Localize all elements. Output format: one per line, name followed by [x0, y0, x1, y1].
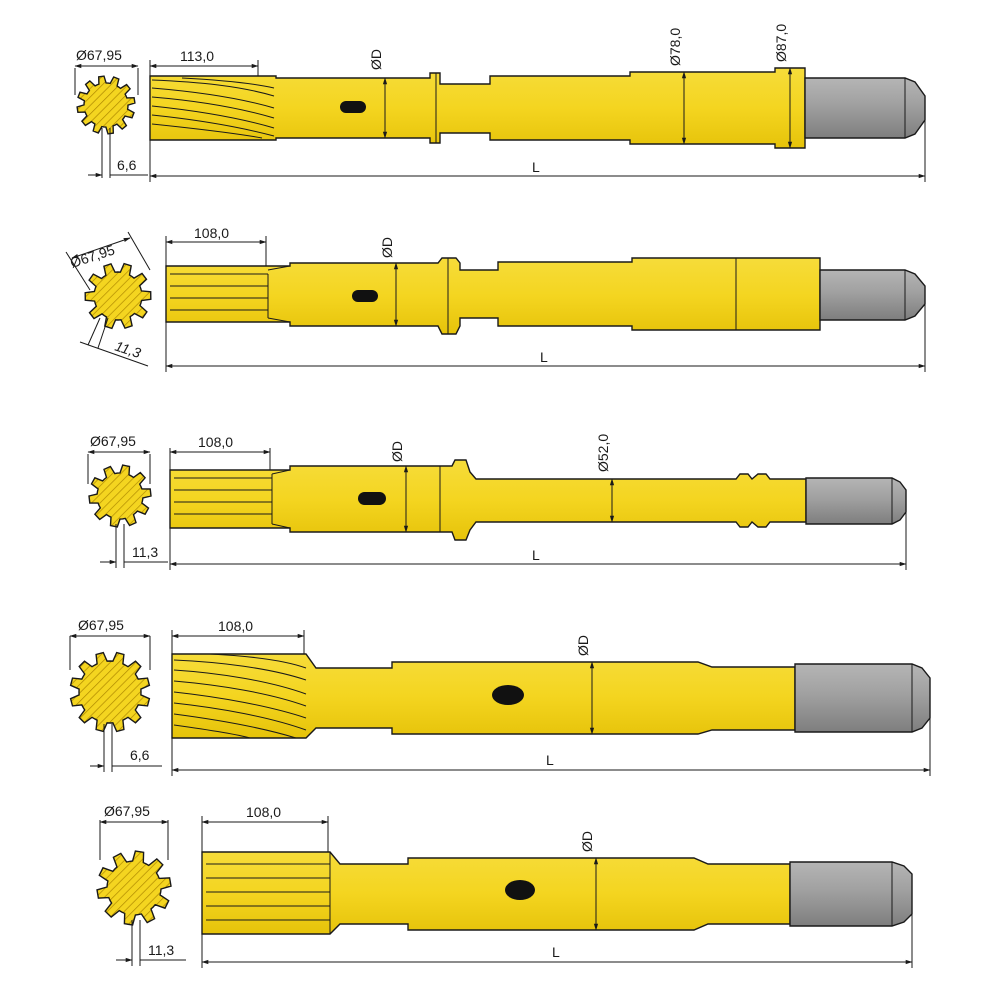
- rod-5-straight-spline: [206, 852, 331, 934]
- rod-2-length-label: L: [540, 349, 548, 365]
- rod-4-body: [171, 653, 796, 739]
- rod-3-striking-end: [805, 477, 907, 525]
- rod-4-spline-length-label: 108,0: [218, 618, 253, 634]
- rod-1-slot: [340, 101, 366, 113]
- rod-4-helical-spline: [173, 653, 307, 739]
- rod-2-striking-end: [819, 269, 926, 321]
- rod-5-cross-section: [96, 850, 172, 926]
- rod-1-groove-label: 6,6: [117, 157, 137, 173]
- rod-1-dia-b-label: Ø87,0: [773, 24, 789, 62]
- rod-1-spline-length-label: 113,0: [180, 48, 214, 64]
- rod-4-striking-end: [794, 663, 931, 733]
- rod-4-length-label: L: [546, 752, 554, 768]
- rod-3-slot: [358, 492, 386, 505]
- rod-1-body: [149, 67, 806, 149]
- rod-2-shank-dia-label: ØD: [379, 237, 395, 258]
- rod-1-length-label: L: [532, 159, 540, 175]
- rod-5-shank-dia-label: ØD: [579, 831, 595, 852]
- rod-2-cross-section: [84, 262, 152, 330]
- rod-4-cross-dia-label: Ø67,95: [78, 617, 124, 633]
- rod-4-shank-dia-label: ØD: [575, 635, 591, 656]
- rod-2: Ø67,95 11,3 108,0 ØD L: [65, 225, 926, 372]
- rod-4-slot: [492, 685, 524, 705]
- rod-5: Ø67,95 11,3 108,0 ØD L: [96, 803, 913, 968]
- rod-5-length-label: L: [552, 944, 560, 960]
- rod-3-body: [169, 459, 807, 541]
- rod-1-cross-section: [76, 75, 136, 135]
- rod-4-groove-label: 6,6: [130, 747, 150, 763]
- rod-3-spline-length-label: 108,0: [198, 434, 233, 450]
- rod-3-groove-label: 11,3: [132, 544, 158, 560]
- rod-4-cross-section: [69, 651, 151, 733]
- rod-1-shank-dia-label: ØD: [368, 49, 384, 70]
- rod-2-body: [165, 257, 821, 335]
- rod-3-cross-section: [88, 464, 152, 528]
- rod-2-straight-spline: [170, 265, 291, 323]
- rod-2-slot: [352, 290, 378, 302]
- rod-2-groove-label: 11,3: [113, 338, 143, 361]
- rod-4: Ø67,95 6,6 108,0 ØD L: [69, 617, 931, 776]
- rod-1-dia-a-label: Ø78,0: [667, 28, 683, 66]
- rod-3: Ø67,95 11,3 108,0 ØD Ø52,0 L: [87, 433, 907, 570]
- rod-3-shank-dia-label: ØD: [389, 441, 405, 462]
- rod-1: Ø67,95 6,6 113,0 ØD: [74, 24, 926, 182]
- rod-1-helical-spline: [151, 77, 275, 139]
- rod-1-cross-dia-label: Ø67,95: [76, 47, 122, 63]
- rod-3-straight-spline: [174, 469, 291, 529]
- rod-5-slot: [505, 880, 535, 900]
- rod-5-groove-label: 11,3: [148, 942, 174, 958]
- rod-5-cross-dia-label: Ø67,95: [104, 803, 150, 819]
- rod-3-cross-dia-label: Ø67,95: [90, 433, 136, 449]
- rod-2-spline-length-label: 108,0: [194, 225, 229, 241]
- rod-3-length-label: L: [532, 547, 540, 563]
- rod-1-striking-end: [804, 77, 926, 139]
- rod-5-spline-length-label: 108,0: [246, 804, 281, 820]
- rod-5-striking-end: [789, 861, 913, 927]
- rod-3-dia-a-label: Ø52,0: [595, 434, 611, 472]
